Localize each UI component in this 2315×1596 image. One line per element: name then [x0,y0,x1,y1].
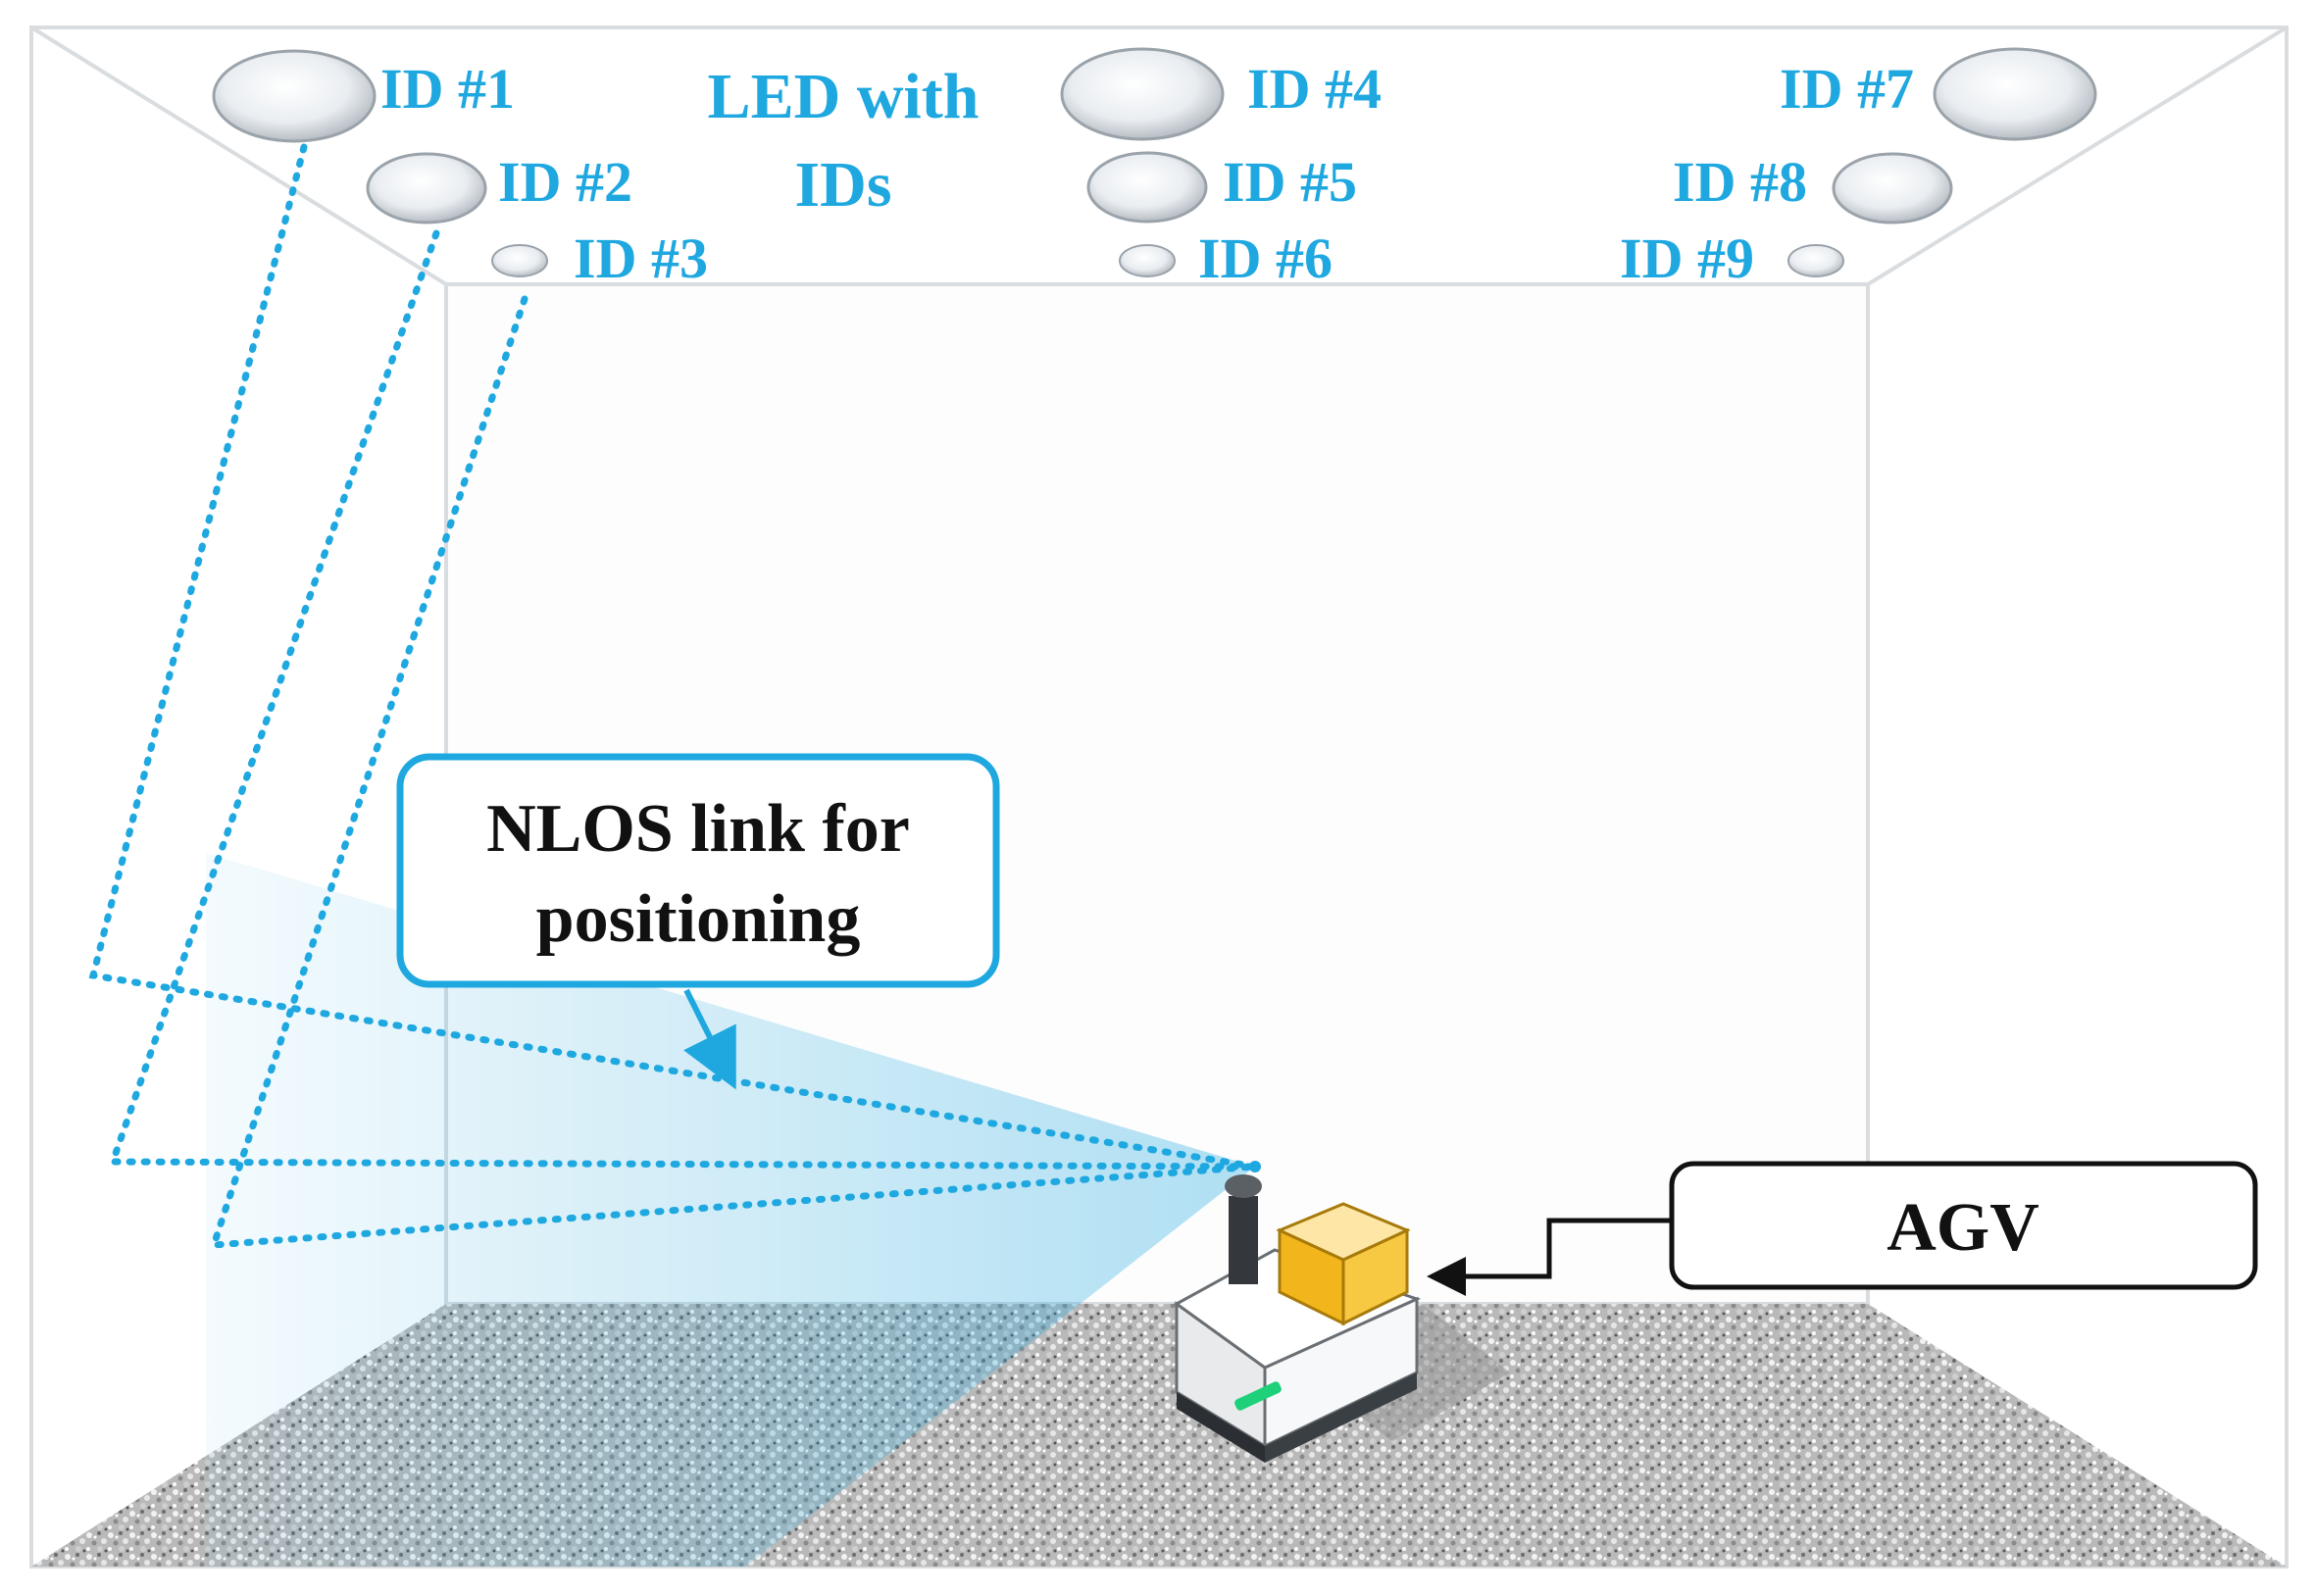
led-id9 [1787,244,1844,277]
label-id9: ID #9 [1620,226,1754,290]
nlos-callout: NLOS link for positioning [396,753,1000,1090]
led-id4 [1060,47,1225,141]
agv-callout-connector [1427,1218,1672,1296]
agv-base-side [1265,1372,1417,1463]
nlos-beam [206,853,1255,1567]
label-id3: ID #3 [574,226,708,290]
agv-sensor-head [1225,1174,1262,1198]
agv-callout-box [1669,1161,2258,1290]
led-id7 [1933,47,2097,141]
agv-callout: AGV [1427,1161,2258,1296]
led-id5 [1086,151,1208,224]
nlos-callout-box [396,753,1000,988]
nlos-callout-line1: NLOS link for [486,791,910,867]
led-id6 [1119,244,1176,277]
label-id4: ID #4 [1247,57,1382,121]
led-labels: ID #1 ID #2 ID #3 ID #4 ID #5 ID #6 ID #… [380,57,1914,290]
led-fixtures [212,47,2097,277]
led-id8 [1832,152,1953,224]
label-id2: ID #2 [498,150,632,214]
agv-callout-label: AGV [1887,1190,2039,1266]
led-id1 [212,49,377,143]
led-id2 [366,152,487,224]
nlos-paths [88,143,1259,1249]
nlos-callout-arrow [683,988,736,1090]
label-id6: ID #6 [1198,226,1333,290]
nlos-path-id3 [209,295,1259,1249]
label-id8: ID #8 [1673,150,1807,214]
agv-cargo-top [1276,1202,1411,1262]
nlos-path-id1 [88,143,1259,1171]
agv-base [1177,1392,1265,1463]
agv-receiver [1249,1161,1261,1172]
led-title-line2: IDs [794,149,891,221]
agv-sensor-mast [1229,1196,1258,1284]
ceiling-edge-left [29,25,448,286]
agv-status-light [1234,1381,1282,1411]
led-id3 [491,244,548,277]
label-id7: ID #7 [1780,57,1914,121]
label-id1: ID #1 [380,57,515,121]
agv-vehicle [1174,1161,1510,1463]
nlos-path-id2 [108,229,1259,1171]
led-title-line1: LED with [708,61,980,132]
label-id5: ID #5 [1223,150,1357,214]
ceiling-edge-right [1866,25,2289,286]
nlos-callout-line2: positioning [536,881,861,957]
